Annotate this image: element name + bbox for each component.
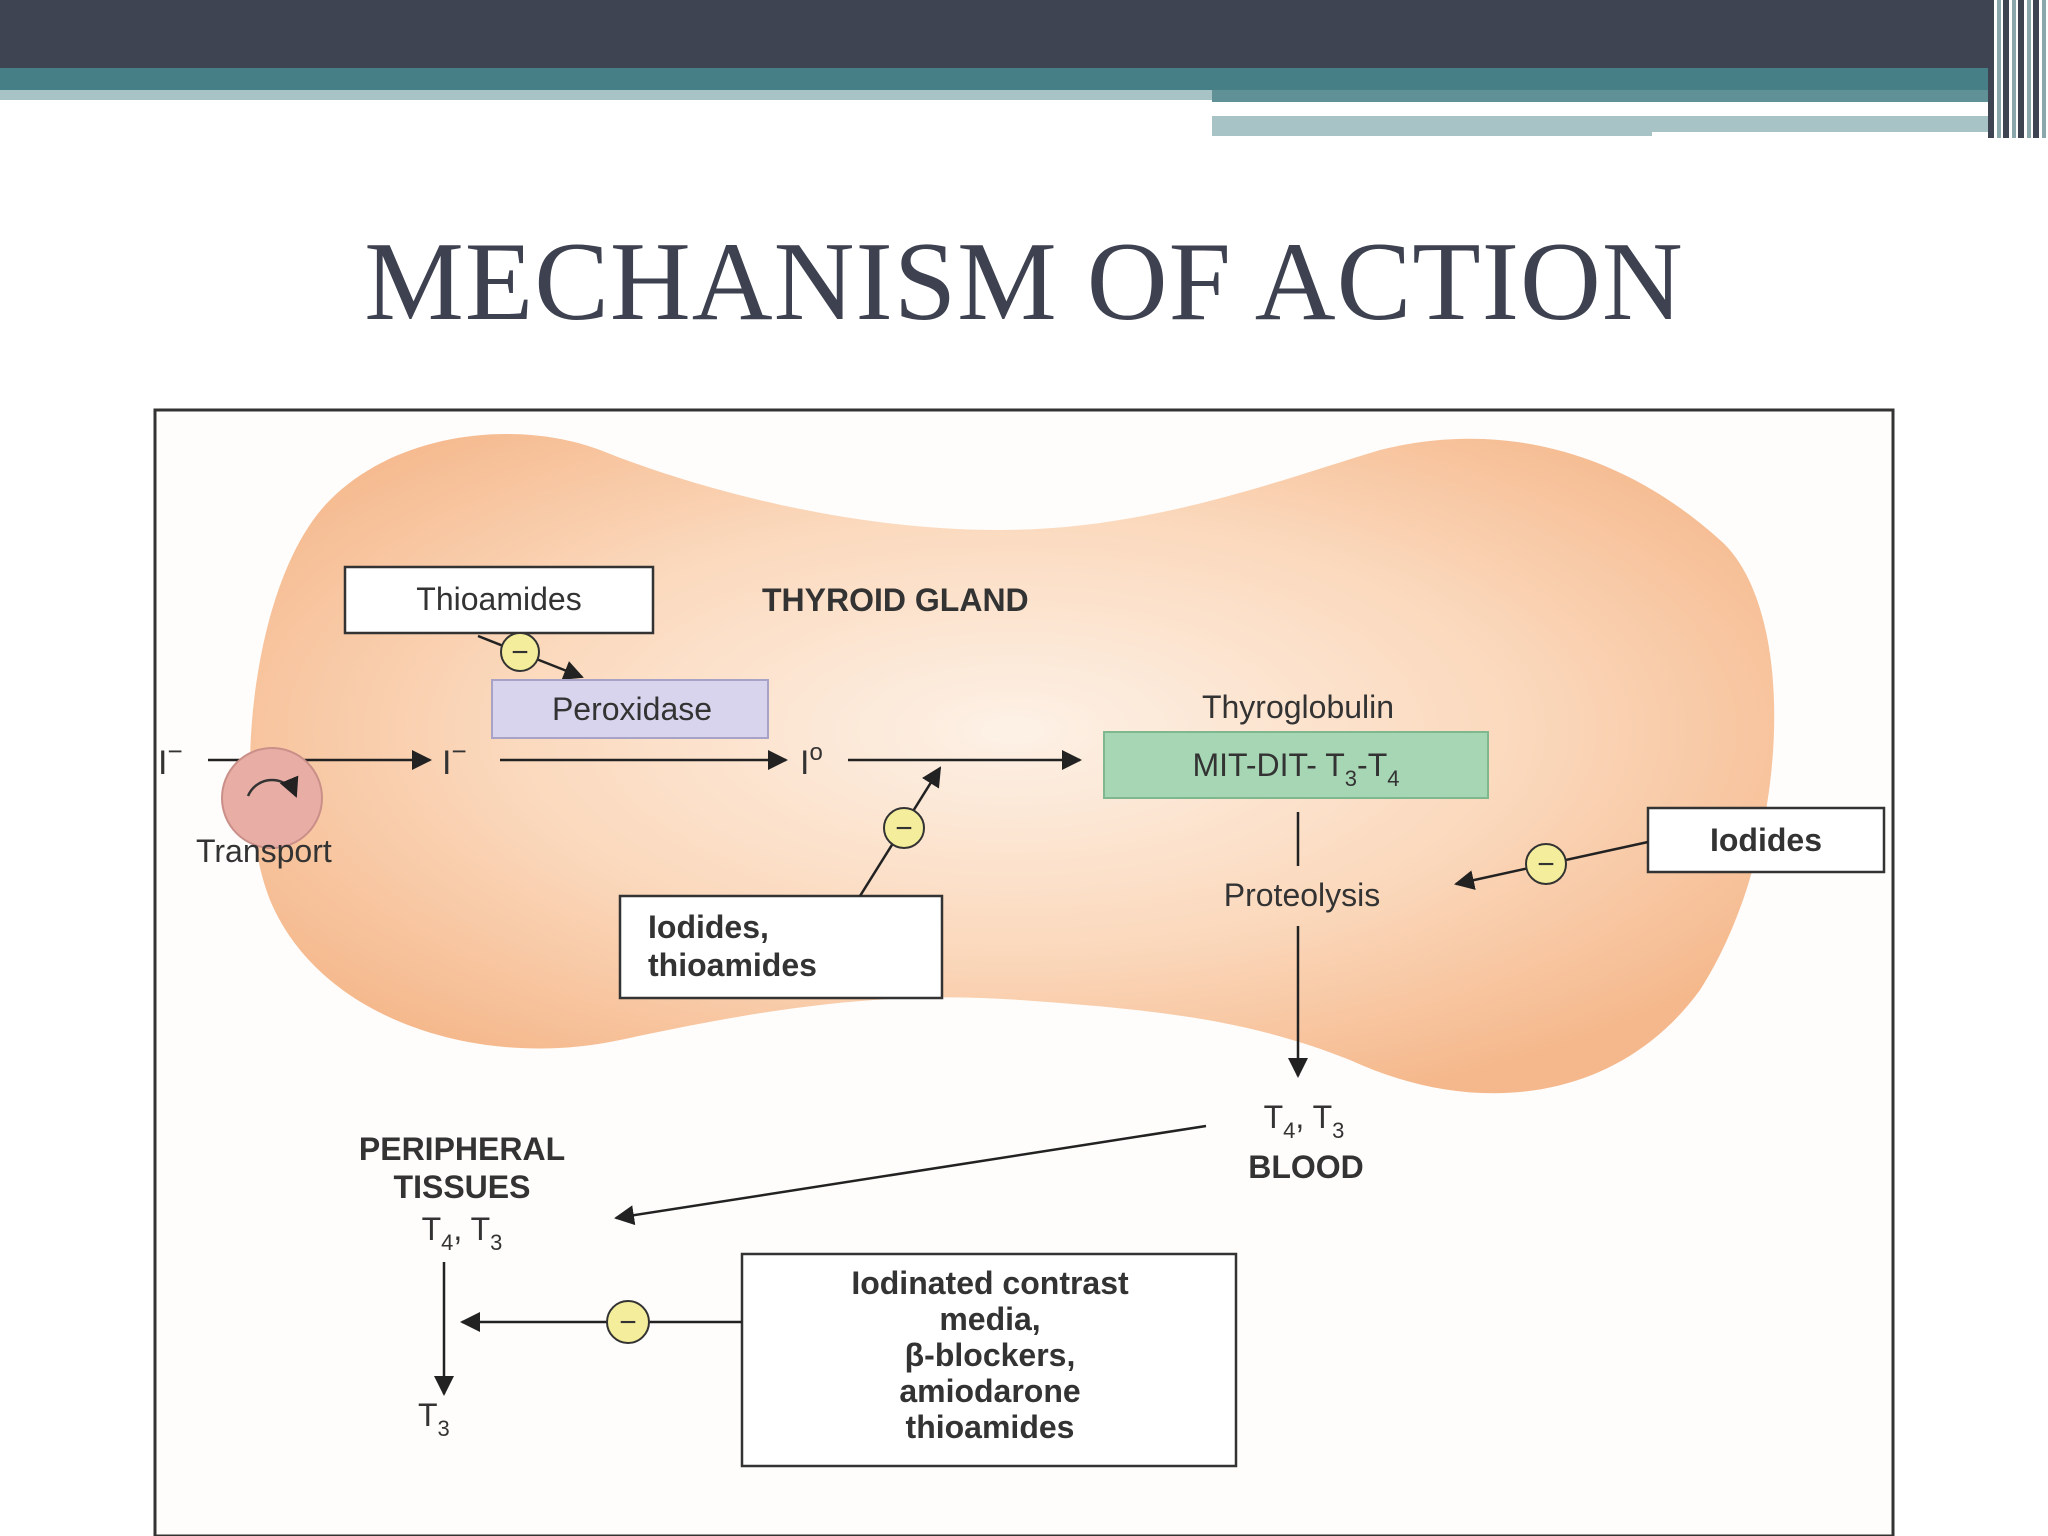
thyroglobulin-label: Thyroglobulin: [1202, 689, 1394, 725]
header-bar-right-teal: [1212, 90, 1988, 102]
t3-label: T3: [418, 1397, 450, 1441]
inhibit-circle-2: [1525, 843, 1567, 885]
inhibit-sign-1: −: [511, 636, 529, 669]
inhibit-circle-4: [606, 1300, 650, 1344]
iodide-left: I−: [158, 736, 183, 782]
arrow-blood-peripheral: [614, 1124, 1207, 1226]
transport-rotate-icon: [246, 775, 299, 798]
peripheral-hormones: T4, T3: [422, 1211, 503, 1255]
contrast-media-box: [740, 1252, 1238, 1468]
header-bar-right-white: [1212, 110, 1898, 114]
peripheral-label-line1: PERIPHERAL: [359, 1131, 565, 1167]
inhibit-sign-3: −: [895, 812, 913, 845]
iodides-thioamides-box: [618, 894, 944, 1000]
iodide-mid: I−: [442, 736, 467, 782]
mit-dit-box: [1103, 731, 1489, 799]
blood-label: BLOOD: [1248, 1149, 1364, 1185]
peroxidase-box: [491, 679, 769, 739]
thioamides-label: Thioamides: [416, 581, 581, 617]
iodides-box: [1646, 806, 1886, 874]
proteolysis-label: Proteolysis: [1224, 877, 1381, 913]
transport-pump: [221, 747, 323, 849]
contrast-line3: β-blockers,: [905, 1337, 1076, 1373]
thioamides-box: [343, 565, 655, 635]
transport-label: Transport: [196, 833, 332, 869]
contrast-line1: Iodinated contrast: [851, 1265, 1129, 1301]
peripheral-label-line2: TISSUES: [394, 1169, 531, 1205]
header-bar-right-light2: [1652, 116, 1988, 132]
slide-title: MECHANISM OF ACTION: [364, 220, 1684, 344]
iodides-label: Iodides: [1710, 822, 1822, 858]
header-stripe-right: [1988, 0, 2048, 138]
inhibit-sign-2: −: [1537, 848, 1555, 881]
iodides-thioamides-line2: thioamides: [648, 947, 817, 983]
header-bar-right-light: [1212, 116, 1652, 136]
header-bar-dark: [0, 0, 1988, 68]
inhibit-circle-3: [883, 807, 925, 849]
contrast-line4: amiodarone: [899, 1373, 1080, 1409]
thyroid-gland-shape: [250, 434, 1775, 1094]
inhibit-sign-4: −: [619, 1306, 637, 1339]
iodine: Io: [800, 739, 823, 782]
peroxidase-label: Peroxidase: [552, 691, 712, 727]
inhibit-circle-1: [500, 632, 540, 672]
header-bar-light: [0, 90, 1212, 100]
contrast-line2: media,: [939, 1301, 1040, 1337]
mit-dit-label: MIT-DIT- T3-T4: [1193, 747, 1400, 791]
thyroid-gland-label: THYROID GLAND: [762, 582, 1029, 618]
header-bar-teal: [0, 68, 1988, 90]
contrast-line5: thioamides: [906, 1409, 1075, 1445]
blood-hormones: T4, T3: [1264, 1099, 1345, 1143]
iodides-thioamides-line1: Iodides,: [648, 909, 769, 945]
